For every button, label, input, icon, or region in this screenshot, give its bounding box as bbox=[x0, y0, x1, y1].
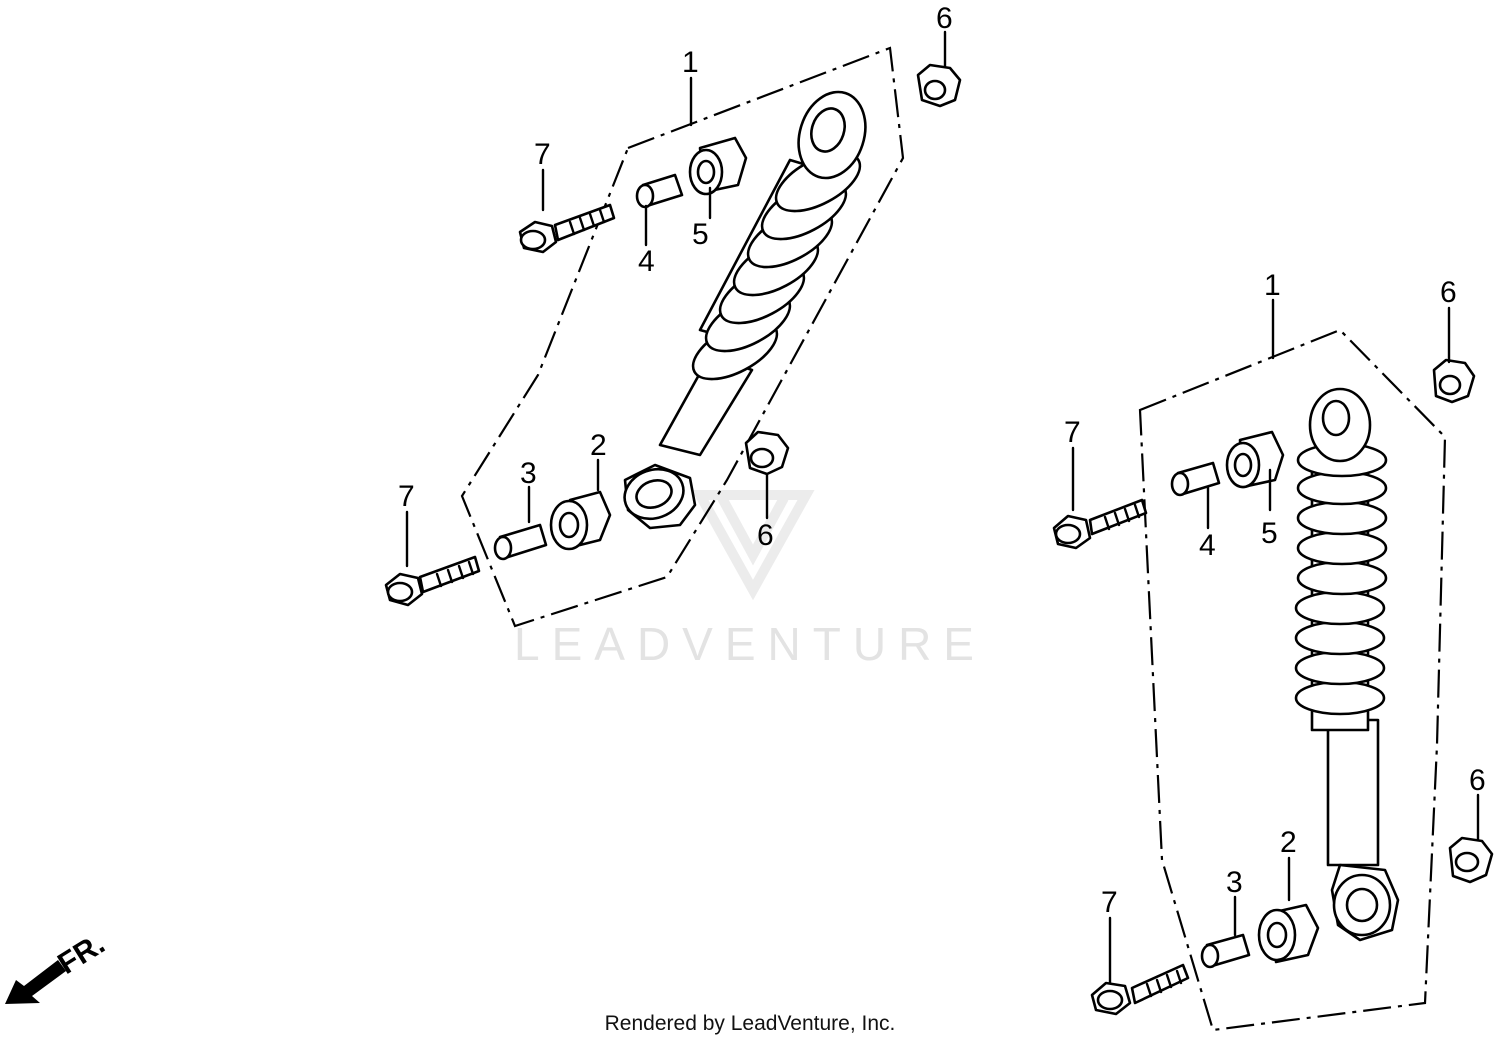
left-lower-collar bbox=[493, 523, 548, 561]
watermark-text: LEADVENTURE bbox=[514, 618, 986, 670]
left-top-nut bbox=[916, 63, 962, 108]
right-lower-nut bbox=[1448, 836, 1494, 884]
right-lower-collar bbox=[1200, 933, 1251, 969]
left-assembly-boundary bbox=[460, 46, 905, 628]
right-callout-4: 4 bbox=[1199, 529, 1216, 562]
watermark: LEADVENTURE bbox=[514, 490, 986, 670]
left-callout-6-top: 6 bbox=[936, 2, 953, 35]
right-upper-bolt bbox=[1052, 498, 1148, 550]
left-callout-4: 4 bbox=[638, 245, 655, 278]
front-direction-indicator: FR. bbox=[5, 927, 111, 1004]
left-callout-3: 3 bbox=[520, 457, 537, 490]
left-shock-absorber bbox=[623, 90, 867, 530]
front-arrow-icon bbox=[5, 960, 66, 1004]
left-lower-bushing bbox=[549, 490, 612, 551]
right-callout-6-lower: 6 bbox=[1469, 764, 1486, 797]
right-top-nut bbox=[1432, 358, 1476, 404]
left-callout-6-mid: 6 bbox=[757, 519, 774, 552]
right-callout-7-upper: 7 bbox=[1064, 416, 1081, 449]
right-callout-5: 5 bbox=[1261, 517, 1278, 550]
right-shock-absorber bbox=[1294, 387, 1400, 942]
right-callout-6-top: 6 bbox=[1440, 276, 1457, 309]
left-lower-bolt bbox=[384, 555, 481, 607]
left-upper-bolt bbox=[518, 203, 616, 254]
left-callout-7-upper: 7 bbox=[534, 138, 551, 171]
left-callout-2: 2 bbox=[590, 429, 607, 462]
right-callout-2: 2 bbox=[1280, 826, 1297, 859]
right-upper-collar bbox=[1170, 461, 1221, 497]
right-lower-bushing bbox=[1257, 903, 1320, 964]
render-credit: Rendered by LeadVenture, Inc. bbox=[604, 1012, 896, 1035]
watermark-logo bbox=[691, 490, 815, 601]
right-assembly: 1 7 4 5 6 6 2 3 7 bbox=[1052, 269, 1494, 1032]
right-upper-bushing bbox=[1225, 430, 1285, 489]
left-mid-nut bbox=[744, 430, 790, 476]
left-callout-5: 5 bbox=[692, 218, 709, 251]
right-callout-3: 3 bbox=[1226, 866, 1243, 899]
left-upper-bushing bbox=[688, 136, 748, 196]
left-callout-7-lower: 7 bbox=[398, 480, 415, 513]
right-callout-1: 1 bbox=[1264, 269, 1281, 302]
left-upper-collar bbox=[635, 173, 684, 209]
left-callout-1: 1 bbox=[682, 46, 699, 79]
right-callout-7-lower: 7 bbox=[1101, 886, 1118, 919]
left-assembly: 1 7 4 5 6 6 2 3 7 bbox=[384, 2, 962, 628]
right-assembly-boundary bbox=[1138, 328, 1447, 1032]
right-lower-bolt bbox=[1090, 963, 1190, 1016]
